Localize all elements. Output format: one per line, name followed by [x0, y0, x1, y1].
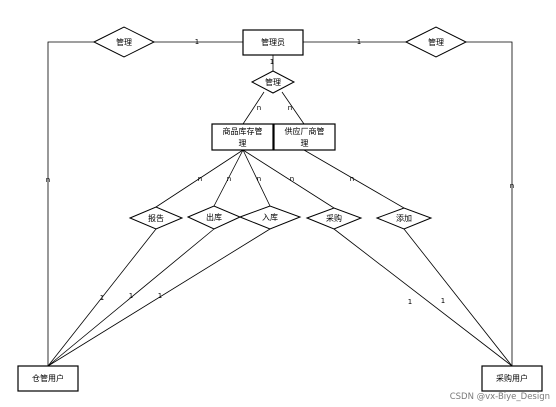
- relationship-outbound[interactable]: 出库: [186, 205, 242, 230]
- entity-inventory-management-label-line1: 商品库存管: [223, 126, 263, 136]
- cardinality-outbound-warehouse: 1: [129, 292, 133, 300]
- edge-inventory-to-purchase: [242, 149, 335, 209]
- relationship-add-label: 添加: [396, 213, 412, 223]
- cardinality-admin-center: 1: [270, 58, 274, 66]
- watermark: CSDN @vx-Biye_Design: [450, 392, 550, 402]
- entity-warehouse-user[interactable]: 仓管用户: [17, 365, 79, 392]
- cardinality-admin-left: 1: [195, 38, 199, 46]
- cardinality-inventory-purchase: n: [290, 175, 294, 183]
- cardinality-inventory-inbound: n: [257, 175, 261, 183]
- entity-inventory-management-label-line2: 理: [239, 139, 247, 148]
- entity-admin-label: 管理员: [261, 37, 285, 47]
- entity-warehouse-user-label: 仓管用户: [32, 373, 64, 383]
- relationship-inbound-label: 入库: [262, 212, 278, 222]
- cardinality-inbound-warehouse: 1: [158, 292, 162, 300]
- relationship-report-label: 报告: [148, 213, 164, 223]
- relationship-outbound-label: 出库: [206, 212, 222, 222]
- cardinality-inventory-outbound: n: [227, 175, 231, 183]
- edge-supplier-to-add: [303, 149, 405, 209]
- relationship-manage-left-label: 管理: [116, 37, 132, 47]
- relationship-add[interactable]: 添加: [375, 207, 433, 230]
- connectors: [47, 41, 513, 367]
- edge-outbound-to-warehouse: [47, 228, 215, 367]
- edge-center-manage-to-inventory: [242, 91, 265, 125]
- relationship-manage-right-label: 管理: [428, 37, 444, 47]
- edge-inventory-to-report: [155, 149, 244, 208]
- cardinality-purchase-purchaser: 1: [408, 298, 412, 306]
- edge-right-manage-to-purchaser: [466, 41, 513, 366]
- entity-supplier-management-label-line1: 供应厂商管: [285, 126, 325, 136]
- entity-admin[interactable]: 管理员: [242, 29, 304, 56]
- edge-left-manage-to-warehouse: [47, 41, 94, 366]
- cardinality-admin-right: 1: [357, 38, 361, 46]
- cardinality-report-warehouse: 1: [100, 294, 104, 302]
- relationship-manage-center-label: 管理: [265, 77, 281, 87]
- relationship-manage-center[interactable]: 管理: [250, 70, 296, 94]
- cardinality-add-purchaser: 1: [441, 297, 445, 305]
- edge-inventory-to-outbound: [213, 149, 244, 207]
- relationship-inbound[interactable]: 入库: [238, 205, 302, 230]
- cardinality-center-supplier: n: [288, 104, 292, 112]
- cardinality-right-purchase: n: [510, 182, 514, 190]
- entity-purchase-user[interactable]: 采购用户: [481, 365, 543, 392]
- entity-inventory-management[interactable]: 商品库存管 理: [211, 123, 274, 151]
- relationship-manage-right[interactable]: 管理: [404, 26, 468, 58]
- edge-add-to-purchaser: [403, 228, 513, 367]
- cardinality-labels: 1 1 1 n n n n n n n n n 1 1 1 1 1: [46, 38, 514, 306]
- entity-supplier-management-label-line2: 理: [301, 139, 309, 148]
- edge-center-manage-to-supplier: [281, 91, 305, 125]
- cardinality-left-warehouse: n: [46, 176, 50, 184]
- cardinality-center-inventory: n: [257, 104, 261, 112]
- entity-purchase-user-label: 采购用户: [496, 373, 528, 383]
- entity-supplier-management[interactable]: 供应厂商管 理: [273, 123, 336, 151]
- edge-purchase-to-purchaser: [333, 228, 513, 367]
- relationship-manage-left[interactable]: 管理: [92, 26, 156, 58]
- edge-inbound-to-warehouse: [47, 228, 271, 367]
- relationship-purchase[interactable]: 采购: [305, 207, 363, 230]
- cardinality-inventory-report: n: [198, 175, 202, 183]
- cardinality-supplier-add: n: [350, 175, 354, 183]
- relationship-report[interactable]: 报告: [128, 206, 184, 230]
- edge-inventory-to-inbound: [242, 149, 271, 207]
- edge-report-to-warehouse: [47, 228, 157, 367]
- relationship-purchase-label: 采购: [326, 213, 342, 223]
